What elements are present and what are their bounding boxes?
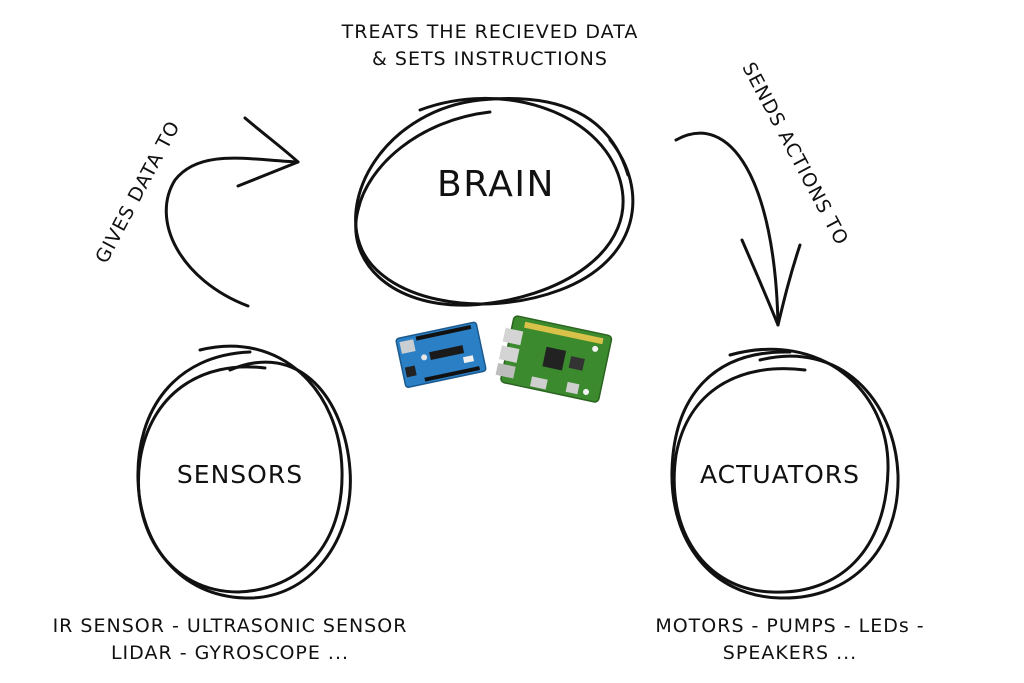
sensors-caption: IR SENSOR - ULTRASONIC SENSOR LIDAR - GY… (40, 613, 420, 667)
brain-caption-line-2: & SETS INSTRUCTIONS (372, 48, 608, 70)
brain-circle (354, 96, 635, 307)
sensors-caption-line-1: IR SENSOR - ULTRASONIC SENSOR (52, 615, 408, 637)
brain-label: BRAIN (437, 164, 555, 205)
microcontroller-board-icon (395, 321, 487, 388)
actuators-caption-line-2: SPEAKERS ... (722, 642, 858, 664)
sensors-caption-line-2: LIDAR - GYROSCOPE ... (110, 642, 350, 664)
sensors-circle (136, 344, 352, 600)
brain-caption-line-1: TREATS THE RECIEVED DATA (341, 21, 639, 43)
actuators-caption: MOTORS - PUMPS - LEDs - SPEAKERS ... (600, 613, 980, 667)
sensors-label: SENSORS (176, 460, 304, 489)
arrow-sensors-to-brain (164, 116, 300, 308)
single-board-computer-icon (495, 315, 613, 403)
actuators-caption-line-1: MOTORS - PUMPS - LEDs - (655, 615, 925, 637)
actuators-circle (670, 347, 900, 600)
actuators-label: ACTUATORS (699, 460, 861, 489)
arrow-brain-to-actuators (674, 131, 802, 327)
brain-caption: TREATS THE RECIEVED DATA & SETS INSTRUCT… (290, 19, 690, 73)
